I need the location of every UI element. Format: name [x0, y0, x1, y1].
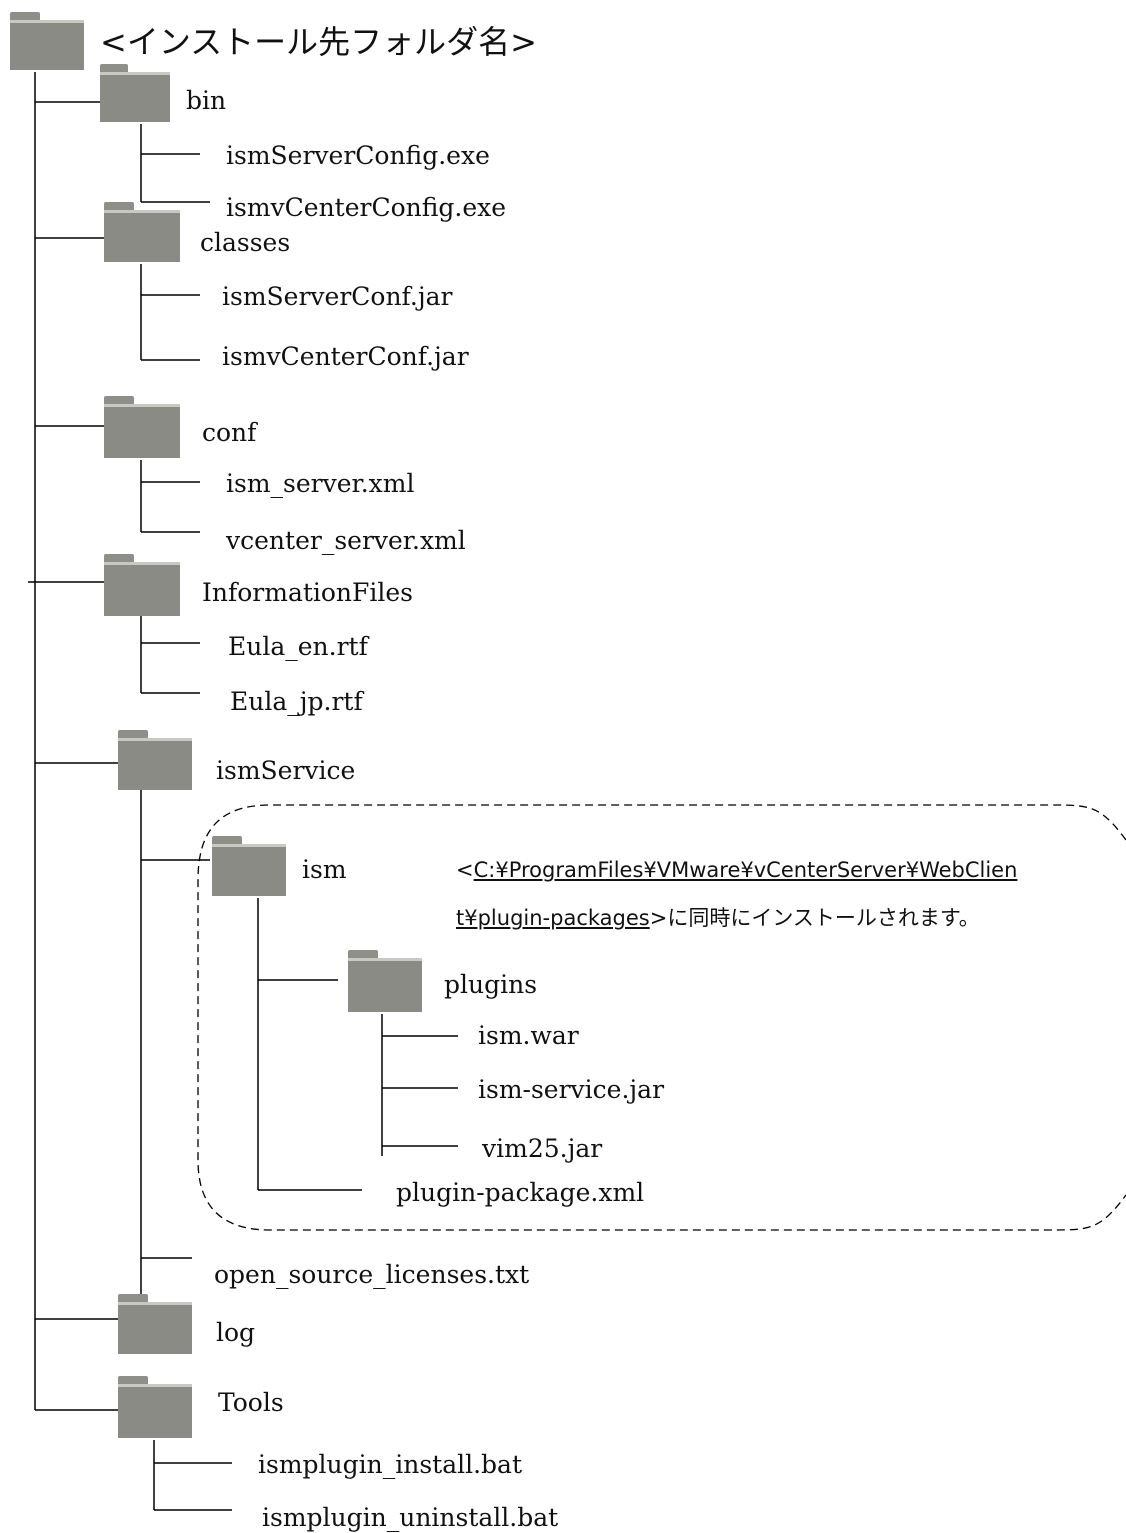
- folder-icon: [118, 730, 192, 790]
- file-label: ismvCenterConfig.exe: [226, 193, 507, 222]
- note-open-bracket: <: [456, 858, 474, 882]
- file-label: ism-service.jar: [478, 1075, 665, 1104]
- plugin-path-line2: t¥plugin-packages: [456, 906, 650, 930]
- folder-label-informationfiles: InformationFiles: [202, 578, 413, 607]
- file-label: ismServerConf.jar: [222, 282, 453, 311]
- file-label: ism.war: [478, 1021, 579, 1050]
- plugin-path-line1: C:¥ProgramFiles¥VMware¥vCenterServer¥Web…: [473, 858, 1018, 882]
- file-label: plugin-package.xml: [396, 1178, 645, 1207]
- file-label: Eula_jp.rtf: [230, 687, 363, 716]
- folder-icon: [10, 12, 84, 70]
- file-label: Eula_en.rtf: [228, 632, 368, 661]
- file-label: open_source_licenses.txt: [214, 1260, 530, 1289]
- install-location-note: <C:¥ProgramFiles¥VMware¥vCenterServer¥We…: [456, 860, 1017, 881]
- file-label: ismplugin_install.bat: [258, 1450, 523, 1479]
- note-suffix: に同時にインストールされます。: [667, 906, 980, 930]
- folder-label-tools: Tools: [218, 1388, 284, 1417]
- file-label: ismplugin_uninstall.bat: [262, 1503, 559, 1532]
- file-label: ismvCenterConf.jar: [222, 342, 469, 371]
- root-folder-label: <インストール先フォルダ名>: [100, 23, 537, 61]
- folder-icon: [118, 1294, 192, 1354]
- folder-icon: [118, 1376, 192, 1438]
- file-label: ism_server.xml: [226, 469, 415, 498]
- file-label: vcenter_server.xml: [226, 526, 466, 555]
- folder-label-classes: classes: [200, 228, 291, 257]
- install-location-note-line2: t¥plugin-packages>に同時にインストールされます。: [456, 908, 980, 929]
- folder-label-ismservice: ismService: [216, 756, 356, 785]
- folder-label-plugins: plugins: [444, 970, 538, 999]
- folder-icon: [104, 202, 180, 262]
- folder-icon: [348, 950, 422, 1012]
- folder-icon: [104, 396, 180, 458]
- ism-dashed-region: [197, 804, 1126, 1231]
- folder-icon: [212, 836, 286, 896]
- folder-icon: [100, 64, 170, 122]
- file-label: vim25.jar: [482, 1134, 603, 1163]
- folder-label-ism: ism: [302, 855, 347, 884]
- folder-icon: [104, 554, 180, 616]
- folder-label-conf: conf: [202, 418, 257, 447]
- file-label: ismServerConfig.exe: [226, 141, 490, 170]
- note-close-bracket: >: [649, 906, 668, 930]
- folder-label-log: log: [216, 1318, 256, 1347]
- folder-label-bin: bin: [186, 86, 227, 115]
